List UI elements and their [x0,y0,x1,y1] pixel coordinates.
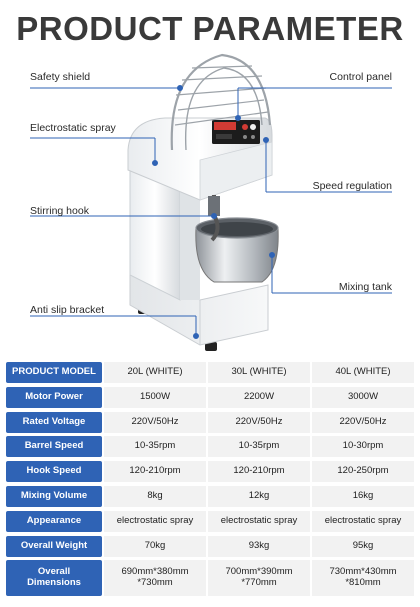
table-cell: 10-35rpm [104,436,206,458]
row-label-line: Overall [37,566,71,578]
table-cell: 93kg [208,535,310,557]
table-header-row: PRODUCT MODEL 20L (WHITE) 30L (WHITE) 40… [6,362,414,383]
table-cell: electrostatic spray [312,510,414,532]
table-cell: 700mm*390mm *770mm [208,560,310,597]
header-model-40l: 40L (WHITE) [312,362,414,383]
table-cell: 120-210rpm [208,461,310,483]
table-row: Overall Weight 70kg 93kg 95kg [6,535,414,557]
row-label: Appearance [6,510,102,532]
table-cell: 10-30rpm [312,436,414,458]
row-label: Hook Speed [6,461,102,483]
row-label: PRODUCT MODEL [6,362,102,383]
table-cell: 2200W [208,386,310,408]
dimension-line: *810mm [345,577,381,589]
table-cell: 95kg [312,535,414,557]
table-row-dimensions: Overall Dimensions 690mm*380mm *730mm 70… [6,560,414,597]
foot-right [205,342,217,351]
table-cell: 220V/50Hz [312,411,414,433]
dimension-line: 690mm*380mm [121,566,189,578]
dimension-line: 700mm*390mm [225,566,293,578]
header-model-20l: 20L (WHITE) [104,362,206,383]
mixer-illustration [30,53,392,351]
mixing-tank [195,227,279,283]
safety-shield [170,53,272,151]
callout-electrostatic-spray: Electrostatic spray [30,122,116,134]
table-cell: electrostatic spray [208,510,310,532]
row-label: Motor Power [6,386,102,408]
header-model-30l: 30L (WHITE) [208,362,310,383]
table-cell: 16kg [312,485,414,507]
dimension-line: *730mm [137,577,173,589]
table-row: Mixing Volume 8kg 12kg 16kg [6,485,414,507]
page-title: PRODUCT PARAMETER [16,10,404,47]
table-cell: 1500W [104,386,206,408]
table-cell: 220V/50Hz [208,411,310,433]
table-cell: 3000W [312,386,414,408]
callout-safety-shield: Safety shield [30,71,91,83]
table-row: Appearance electrostatic spray electrost… [6,510,414,532]
row-label: Rated Voltage [6,411,102,433]
table-cell: 690mm*380mm *730mm [104,560,206,597]
table-cell: electrostatic spray [104,510,206,532]
table-row: Hook Speed 120-210rpm 120-210rpm 120-250… [6,461,414,483]
row-label: Overall Weight [6,535,102,557]
callout-lines [30,85,392,339]
dimension-line: *770mm [241,577,277,589]
row-label-line: Dimensions [27,577,81,589]
callout-control-panel: Control panel [329,71,392,83]
table-row: Rated Voltage 220V/50Hz 220V/50Hz 220V/5… [6,411,414,433]
table-cell: 220V/50Hz [104,411,206,433]
table-row: Motor Power 1500W 2200W 3000W [6,386,414,408]
callout-speed-regulation: Speed regulation [312,180,392,192]
spec-table: PRODUCT MODEL 20L (WHITE) 30L (WHITE) 40… [6,362,414,597]
row-label: Overall Dimensions [6,560,102,597]
row-label: Barrel Speed [6,436,102,458]
callout-stirring-hook: Stirring hook [30,205,89,217]
callout-anti-slip-bracket: Anti slip bracket [30,304,105,316]
callout-mixing-tank: Mixing tank [338,281,392,293]
table-cell: 120-250rpm [312,461,414,483]
dimension-line: 730mm*430mm [329,566,397,578]
table-cell: 8kg [104,485,206,507]
table-cell: 730mm*430mm *810mm [312,560,414,597]
table-cell: 120-210rpm [104,461,206,483]
row-label: Mixing Volume [6,485,102,507]
table-cell: 70kg [104,535,206,557]
table-row: Barrel Speed 10-35rpm 10-35rpm 10-30rpm [6,436,414,458]
table-cell: 12kg [208,485,310,507]
table-cell: 10-35rpm [208,436,310,458]
